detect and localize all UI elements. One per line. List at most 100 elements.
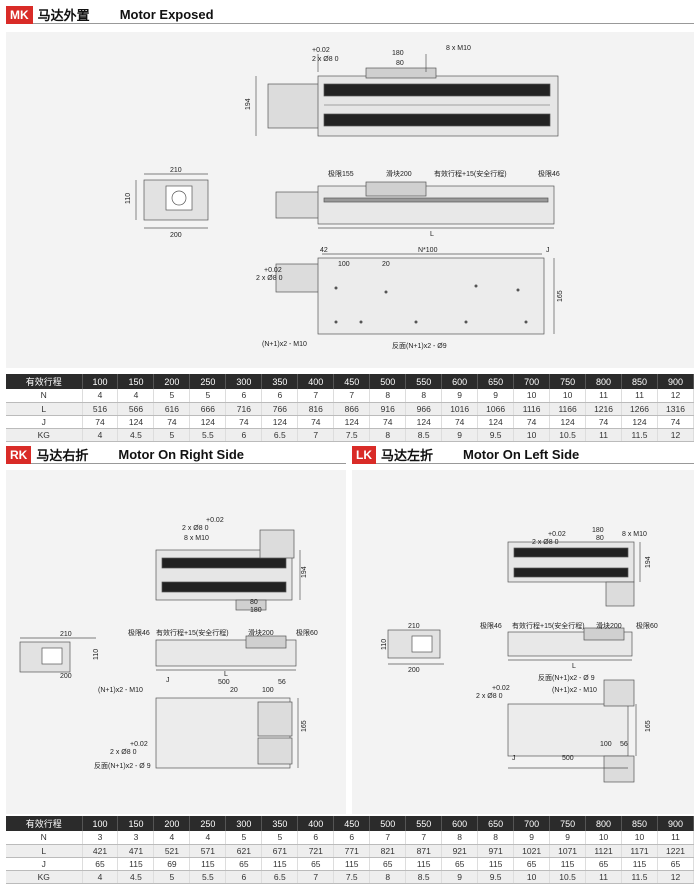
table-cell: 5 [153,389,191,403]
dim-pin: 2 x Ø8 0 [532,539,559,546]
dim-200: 200 [60,673,72,680]
table-cell: 666 [189,402,227,416]
row-label-cell: N [6,831,83,845]
dim-L: L [572,663,576,670]
table-cell: 7 [333,389,371,403]
table-cell: 65 [297,857,335,871]
table-cell: 124 [405,415,443,429]
table-cell: 721 [297,844,335,858]
section-code: RK [6,445,32,464]
table-cell: 9 [441,870,479,884]
table-cell: 10.5 [549,870,587,884]
table-cell: 115 [549,857,587,871]
table-cell: 471 [117,844,155,858]
row-label-cell: N [6,389,83,403]
table-header-cell: 250 [189,816,227,831]
section-title-en: Motor Exposed [119,7,214,22]
section-header-rk: RK 马达右折 Motor On Right Side [6,445,346,464]
table-header-cell: 850 [621,816,658,831]
table-cell: 124 [621,415,658,429]
dim-J: J [166,677,170,684]
dim-J: J [546,247,550,254]
drawing-panel-lk: +0.02 2 x Ø8 0 180 80 8 x M10 194 210 11… [352,470,694,814]
dim-limit-46: 极限46 [538,169,560,178]
dim-80: 80 [396,60,404,67]
dim-back-holes: 反面(N+1)x2 - Ø9 [392,341,447,350]
drawing-panel-mk: +0.02 2 x Ø8 0 180 80 8 x M10 194 210 11… [6,32,694,368]
table-header-cell: 800 [585,374,623,389]
table-cell: 11 [657,831,694,845]
row-label-cell: J [6,415,83,429]
table-cell: 3 [117,831,155,845]
table-cell: 5 [189,389,227,403]
table-cell: 9 [441,428,479,442]
dim-stroke: 有效行程+15(安全行程) [156,628,229,637]
table-cell: 10 [621,831,658,845]
section-title-cn: 马达左折 [381,448,434,463]
table-cell: 516 [82,402,119,416]
table-header-cell: 550 [405,374,443,389]
section-code: LK [352,445,376,464]
table-cell: 1266 [621,402,658,416]
table-header-cell: 有效行程 [6,374,83,389]
dim-stroke: 有效行程+15(安全行程) [512,621,585,630]
table-cell: 74 [657,415,694,429]
table-cell: 916 [369,402,407,416]
table-header-cell: 300 [225,816,263,831]
table-cell: 4 [153,831,191,845]
dim-180: 180 [392,50,404,57]
mk-technical-drawing: +0.02 2 x Ø8 0 180 80 8 x M10 194 210 11… [125,45,564,350]
dim-m10-holes: (N+1)x2 - M10 [98,687,143,694]
table-cell: 566 [117,402,155,416]
table-cell: 12 [657,870,694,884]
dim-stroke: 有效行程+15(安全行程) [434,169,507,178]
dim-n100: N*100 [418,247,438,254]
dim-200: 200 [170,232,182,239]
table-cell: 4.5 [117,870,155,884]
table-cell: 11.5 [621,428,658,442]
table-cell: 10 [513,428,551,442]
dim-pin: 2 x Ø8 0 [182,525,209,532]
table-cell: 7.5 [333,428,371,442]
table-cell: 74 [82,415,119,429]
dim-100: 100 [262,687,274,694]
table-cell: 8 [369,870,407,884]
table-cell: 766 [261,402,299,416]
table-cell: 4 [189,831,227,845]
table-cell: 621 [225,844,263,858]
table-header-cell: 500 [369,816,407,831]
dim-80: 80 [596,535,604,542]
table-cell: 115 [333,857,371,871]
dim-tolerance-2: +0.02 [264,267,282,274]
table-cell: 115 [189,857,227,871]
dim-165: 165 [557,290,564,302]
dim-210: 210 [170,167,182,174]
table-cell: 9 [477,389,515,403]
table-header-cell: 650 [477,816,515,831]
table-cell: 521 [153,844,191,858]
table-cell: 7 [405,831,443,845]
dim-56: 56 [278,679,286,686]
dim-limit-46: 极限46 [480,621,502,630]
table-cell: 7 [297,389,335,403]
table-header-cell: 700 [513,374,551,389]
dim-42: 42 [320,247,328,254]
drawing-panel-rk: +0.02 2 x Ø8 0 8 x M10 194 80 180 210 11… [6,470,346,814]
table-header-cell: 450 [333,816,371,831]
table-cell: 1216 [585,402,623,416]
table-cell: 11.5 [621,870,658,884]
table-cell: 124 [477,415,515,429]
table-cell: 6 [333,831,371,845]
table-cell: 74 [297,415,335,429]
table-header-cell: 300 [225,374,263,389]
table-cell: 7 [369,831,407,845]
table-header-cell: 350 [261,816,299,831]
table-header-cell: 100 [82,816,119,831]
table-header-cell: 850 [621,374,658,389]
table-header-cell: 200 [153,374,191,389]
row-label-cell: KG [6,428,83,442]
